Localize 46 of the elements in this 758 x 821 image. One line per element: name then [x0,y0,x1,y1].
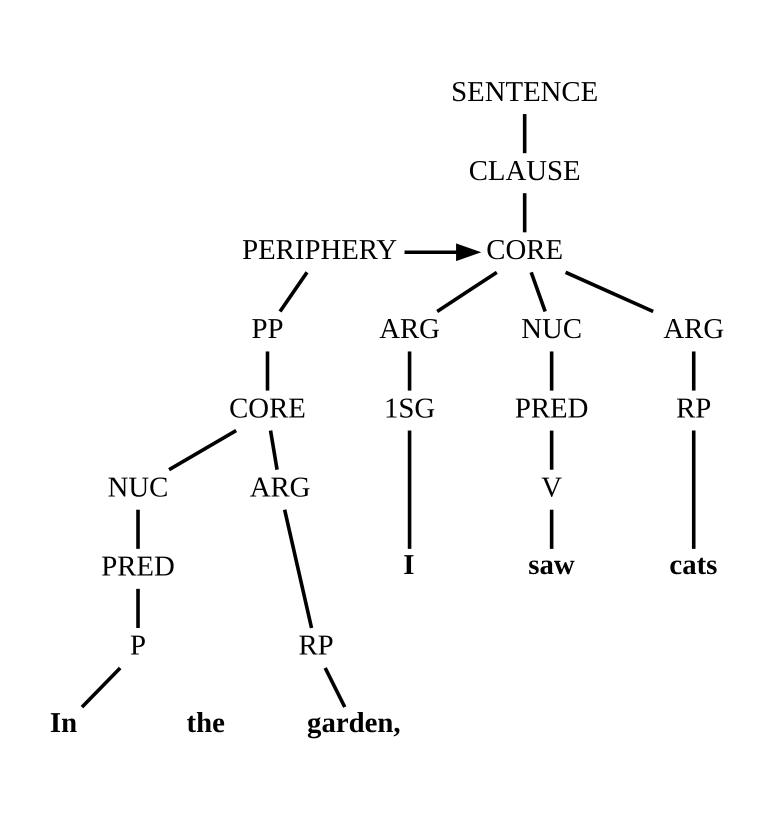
connector [550,510,554,549]
node-text: saw [528,548,575,581]
node-text: NUC [521,313,582,346]
connector [522,193,526,232]
connector [278,271,308,312]
node-text: V [541,471,562,504]
node-text: PP [251,313,284,346]
node-text: CORE [486,234,564,266]
node-text: NUC [108,471,168,504]
connector [266,351,270,391]
node-text: RP [298,630,334,662]
node-text: garden, [307,707,401,740]
connector [268,430,279,470]
node-text: PERIPHERY [242,234,398,266]
connector [408,430,412,549]
connector [550,430,554,470]
connector [692,351,696,391]
node-text: P [130,630,146,662]
node-text: 1SG [384,392,436,424]
connector [324,667,346,708]
connector [522,114,526,154]
node-text: In [50,707,78,740]
node-text: ARG [663,313,724,346]
node-text: ARG [379,313,440,346]
connector [530,272,547,312]
connector [692,430,696,549]
connector [136,588,140,628]
connector [136,510,140,549]
connector [564,270,654,314]
connector [550,351,554,391]
node-text: SENTENCE [451,76,598,108]
node-text: ARG [250,471,310,504]
node-text: I [403,548,414,581]
connector [80,666,122,708]
node-text: CORE [229,392,306,424]
node-text: cats [669,548,718,581]
node-text: PRED [514,392,588,424]
node-text: CLAUSE [468,154,581,187]
connector [168,429,238,472]
label: the [186,707,225,740]
node-text: PRED [101,550,175,583]
connector [436,270,498,313]
node-text: RP [676,392,712,424]
connector [282,509,314,628]
arrow [404,243,482,262]
connector [408,351,412,391]
